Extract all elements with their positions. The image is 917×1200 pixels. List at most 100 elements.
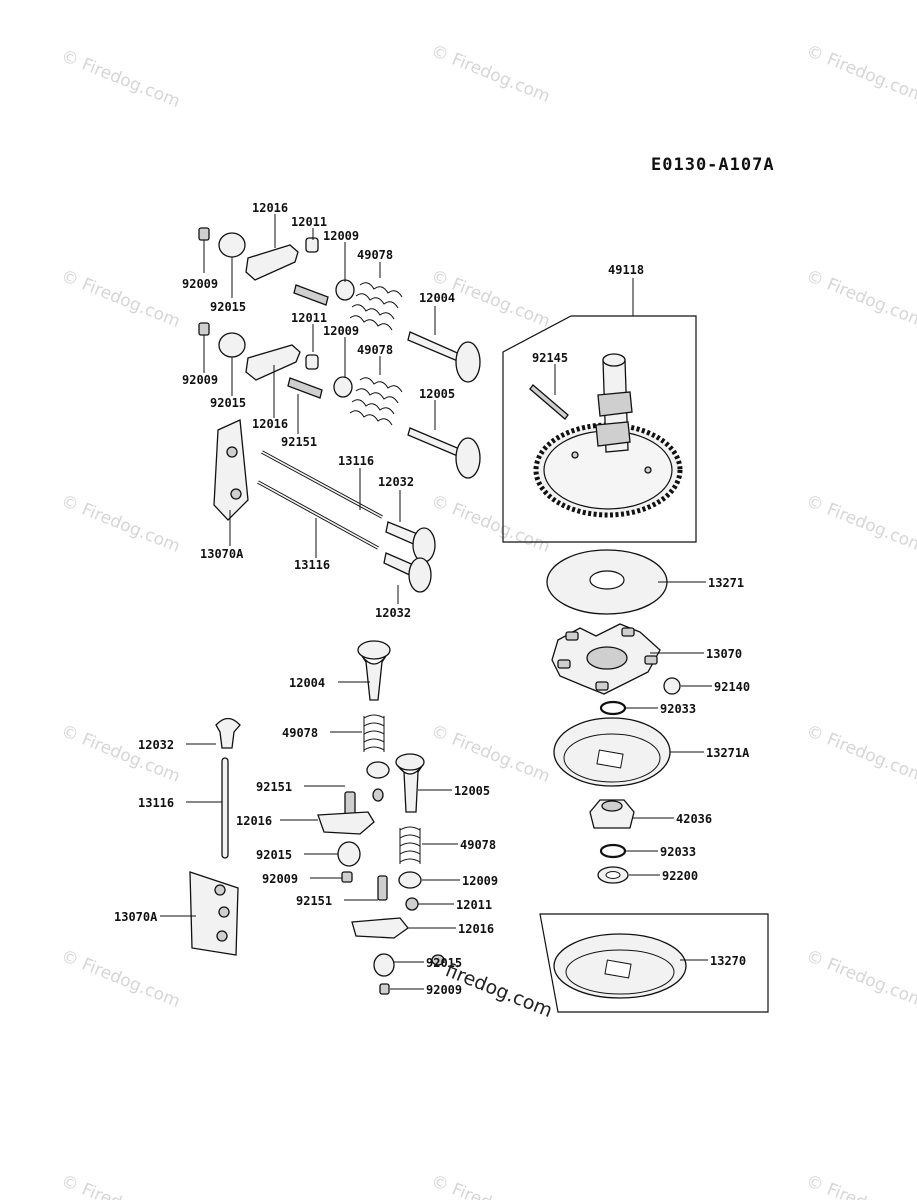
- hub-42036-part: [589, 799, 635, 829]
- cam-lobe: [595, 421, 631, 447]
- pivot-92015-part: [337, 841, 361, 867]
- pivot-92015-part: [373, 953, 395, 977]
- callout-13271A: 13271A: [706, 746, 750, 760]
- watermark: © Firedog.com: [58, 266, 183, 332]
- watermark: © Firedog.com: [428, 491, 553, 557]
- watermark: © Firedog.com: [803, 266, 917, 332]
- nut-92009-part: [198, 227, 210, 241]
- cap-12011-part: [305, 354, 319, 370]
- valve-12005-part: [397, 765, 423, 813]
- callout-92009: 92009: [182, 373, 218, 387]
- watermark: © Firedog.com: [428, 721, 553, 787]
- rocker-arm-12016-part: [245, 244, 299, 281]
- stud-part: [293, 284, 329, 306]
- collet-part: [372, 788, 384, 802]
- pin-92145-part: [529, 384, 569, 420]
- watermark: © Firedog.com: [58, 946, 183, 1012]
- watermark: © Firedog.com: [803, 491, 917, 557]
- cam-lobe: [597, 391, 633, 417]
- clip-92033-part: [599, 700, 627, 716]
- clip-92033-part: [599, 843, 627, 859]
- callout-12005: 12005: [454, 784, 490, 798]
- callout-13271: 13271: [708, 576, 744, 590]
- callout-92145: 92145: [532, 351, 568, 365]
- callout-12009: 12009: [323, 324, 359, 338]
- rocker-arm-12016-part: [245, 344, 301, 381]
- callout-49118: 49118: [608, 263, 644, 277]
- lower-valve-assembly: 12004 49078 12032 13116 92151 12005: [114, 640, 498, 997]
- callout-12016: 12016: [236, 814, 272, 828]
- callout-13270: 13270: [710, 954, 746, 968]
- retainer-12009-part: [335, 279, 355, 301]
- watermark: © Firedog.com: [428, 1171, 553, 1200]
- callout-92015: 92015: [426, 956, 462, 970]
- valve-12004-part: [361, 655, 387, 701]
- valve-12005-head: [395, 753, 425, 771]
- callout-12009: 12009: [323, 229, 359, 243]
- callout-13116: 13116: [138, 796, 174, 810]
- spring-49078-part: [399, 826, 421, 864]
- pivot-92015-part: [218, 332, 246, 358]
- washer-part: [431, 954, 445, 966]
- camshaft-kit-box: [502, 315, 697, 543]
- callout-92151: 92151: [281, 435, 317, 449]
- spring-49078-part: [363, 714, 385, 752]
- stud-92151-part: [377, 875, 388, 901]
- callout-12004: 12004: [289, 676, 325, 690]
- spring-49078-part: [349, 282, 403, 331]
- callout-92033: 92033: [660, 702, 696, 716]
- camshaft-assembly: 49118 92145 13271 13070: [502, 263, 769, 1013]
- watermark-layer: © Firedog.com © Firedog.com © Firedog.co…: [58, 41, 917, 1200]
- callout-49078: 49078: [357, 343, 393, 357]
- callout-13116: 13116: [294, 558, 330, 572]
- watermark: © Firedog.com: [58, 721, 183, 787]
- tappet-12032-part: [408, 557, 432, 593]
- plate-hole: [226, 446, 238, 458]
- stud-92151-part: [287, 377, 323, 399]
- cap-12011-part: [405, 897, 419, 911]
- callout-92140: 92140: [714, 680, 750, 694]
- callout-12016: 12016: [252, 201, 288, 215]
- tappet-12032-part: [215, 717, 241, 749]
- callout-42036: 42036: [676, 812, 712, 826]
- watermark: © Firedog.com: [803, 946, 917, 1012]
- callout-12032: 12032: [138, 738, 174, 752]
- callout-12032: 12032: [375, 606, 411, 620]
- callout-92009: 92009: [182, 277, 218, 291]
- callout-12011: 12011: [291, 311, 327, 325]
- callout-92033: 92033: [660, 845, 696, 859]
- valve-12005-head: [455, 437, 481, 479]
- spring-49078-part: [349, 377, 403, 426]
- watermark: © Firedog.com: [58, 1171, 183, 1200]
- nut-92009-part: [379, 983, 390, 995]
- watermark: © Firedog.com: [803, 1171, 917, 1200]
- pivot-92015-part: [218, 232, 246, 258]
- diagram-code: E0130-A107A: [651, 155, 775, 175]
- retainer-12009-part: [398, 871, 422, 889]
- rocker-arm-12016-part: [351, 917, 409, 939]
- callout-12011: 12011: [456, 898, 492, 912]
- callout-13070: 13070: [706, 647, 742, 661]
- ball-92140-part: [663, 677, 681, 695]
- watermark: © Firedog.com: [803, 721, 917, 787]
- callout-49078: 49078: [282, 726, 318, 740]
- callout-92200: 92200: [662, 869, 698, 883]
- valve-12005-stem: [407, 427, 463, 458]
- watermark: © Firedog.com: [58, 491, 183, 557]
- callout-92151: 92151: [256, 780, 292, 794]
- plate-hole: [230, 488, 242, 500]
- cup-13270-box: [539, 913, 769, 1013]
- nut-92009-part: [198, 322, 210, 336]
- watermark: © Firedog.com: [803, 41, 917, 107]
- callout-92009: 92009: [262, 872, 298, 886]
- callout-12009: 12009: [462, 874, 498, 888]
- callout-12011: 12011: [291, 215, 327, 229]
- callout-13070A: 13070A: [200, 547, 244, 561]
- governor-holder-13070-part: [551, 623, 661, 695]
- callout-92015: 92015: [210, 396, 246, 410]
- rocker-arm-12016-part: [317, 811, 375, 835]
- tappet-12032-part: [412, 527, 436, 563]
- callout-13070A: 13070A: [114, 910, 158, 924]
